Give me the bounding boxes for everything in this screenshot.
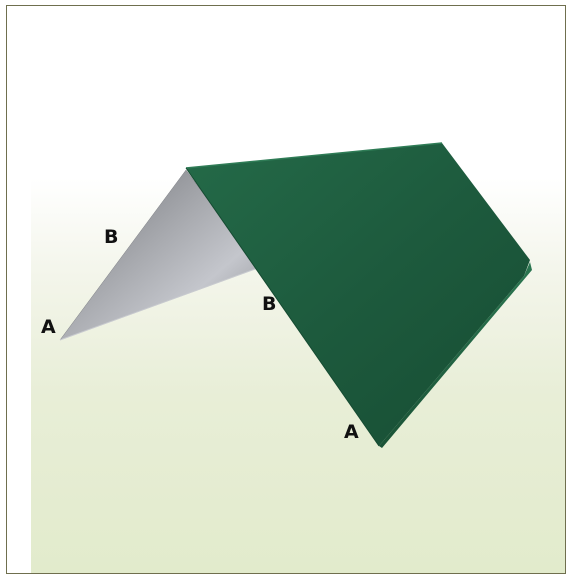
green-outer-panel: [186, 143, 530, 446]
point-label-b-middle: B: [262, 293, 277, 315]
point-label-a-bottom: A: [344, 421, 359, 443]
green-hem-fold: [379, 262, 532, 448]
ridge-highlight: [185, 142, 443, 169]
point-label-b-left: B: [104, 226, 119, 248]
point-label-a-left: A: [41, 316, 56, 338]
green-panel-edge: [185, 167, 380, 447]
grey-panel-edge: [59, 267, 259, 341]
